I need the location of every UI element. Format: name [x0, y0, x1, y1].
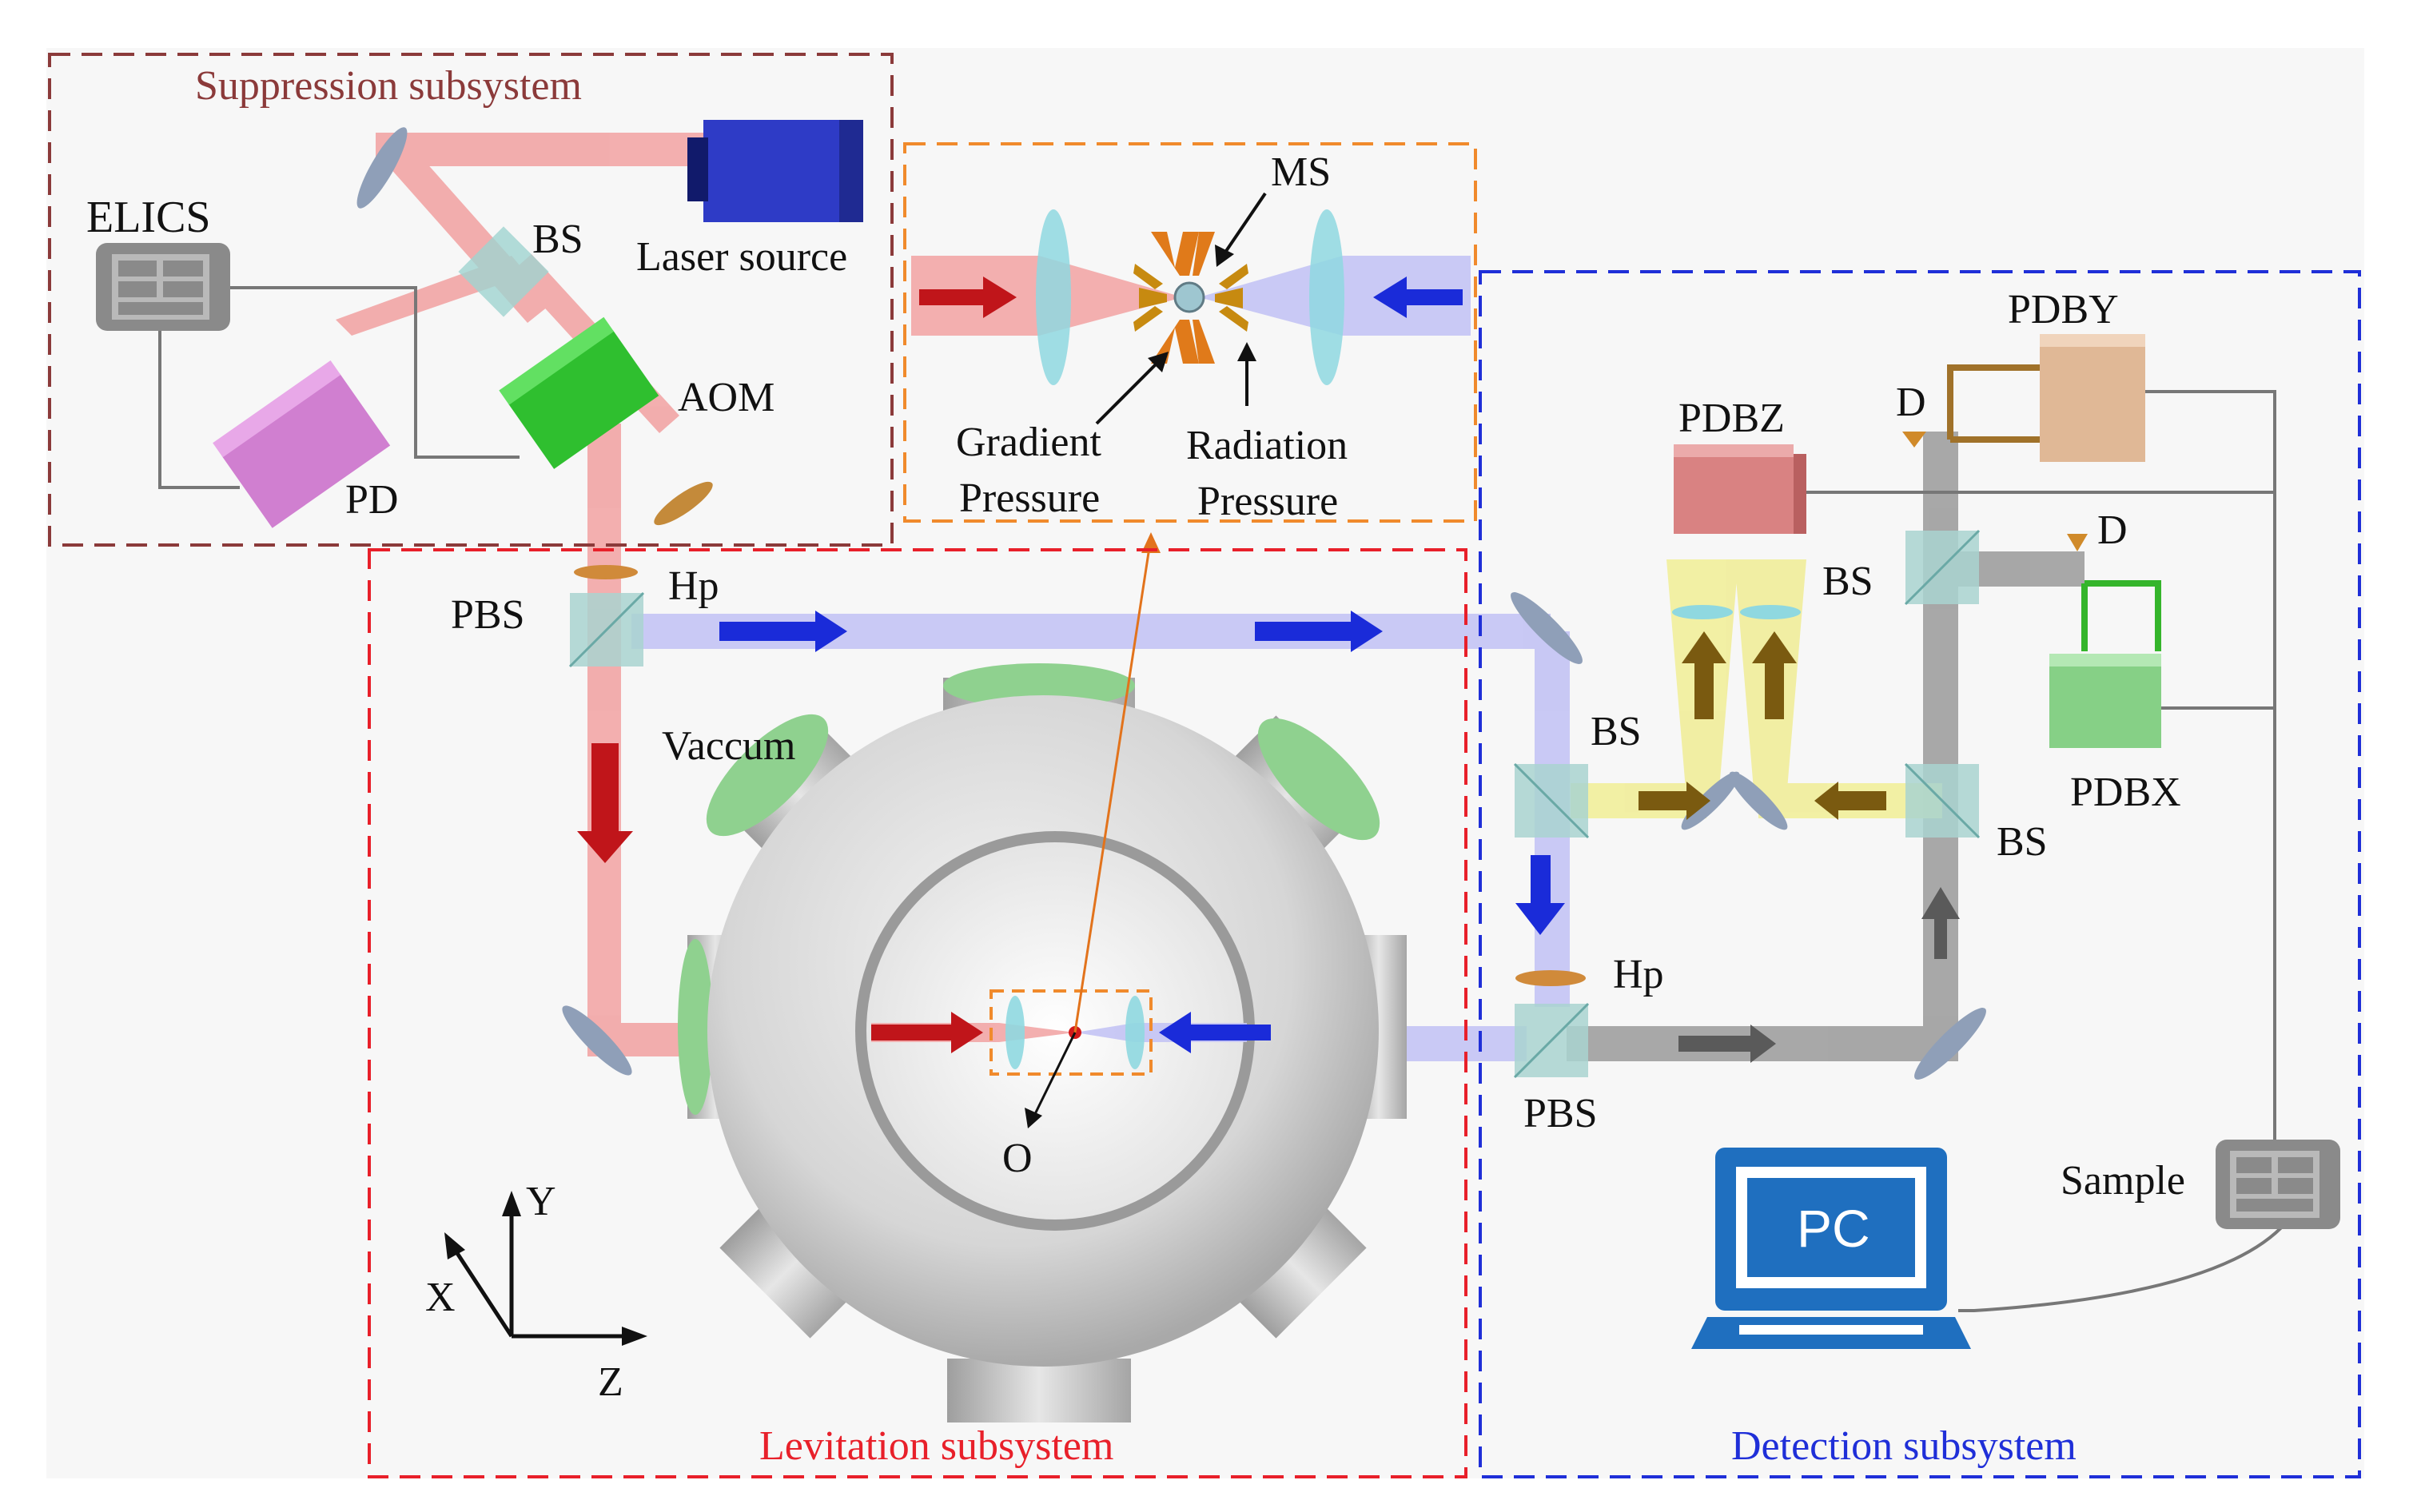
gradient-pressure-label-2: Pressure	[959, 475, 1100, 521]
hp-left-label: Hp	[668, 563, 719, 609]
d-right-label: D	[2097, 507, 2128, 553]
inset-connector-arrow	[1141, 532, 1161, 553]
pdbx-detector	[2049, 654, 2161, 748]
mirror-aom	[654, 481, 713, 526]
lens-pdbz-left	[1672, 605, 1733, 619]
d-prism-right	[2067, 534, 2088, 551]
half-wave-plate-right	[1515, 970, 1586, 986]
vacuum-chamber	[678, 663, 1407, 1422]
photodetector-pd	[213, 360, 391, 528]
pdbx-beams	[2081, 580, 2161, 651]
aom-label: AOM	[678, 375, 774, 420]
detection-wires	[1806, 390, 2288, 1312]
detection-title: Detection subsystem	[1731, 1423, 2077, 1469]
levitation-title: Levitation subsystem	[759, 1423, 1113, 1469]
trap-inset-box	[903, 142, 1477, 523]
bs-detection-left-label: BS	[1591, 709, 1642, 754]
pdbx-label: PDBX	[2070, 770, 2181, 815]
gradient-pressure-label-1: Gradient	[956, 420, 1101, 465]
mirror-detection-top	[1511, 592, 1583, 664]
inset-trap-detail	[919, 192, 1463, 425]
suppression-subsystem-box	[48, 53, 894, 547]
pc-laptop-icon	[1691, 1148, 1971, 1349]
d-prism-top	[1902, 432, 1926, 448]
detection-arrows	[1515, 631, 1960, 1063]
coordinate-axes	[444, 1191, 647, 1346]
sample-label: Sample	[2061, 1158, 2185, 1204]
trap-lens-right	[1125, 996, 1145, 1069]
pdby-label: PDBY	[2008, 287, 2119, 332]
mirror-top-left	[356, 127, 408, 209]
radiation-pressure-label-1: Radiation	[1186, 423, 1348, 468]
bs-detection-right-label: BS	[1997, 819, 2048, 865]
sample-device	[2216, 1140, 2340, 1229]
suppression-title: Suppression subsystem	[195, 63, 582, 109]
lens-pdbz-right	[1740, 605, 1801, 619]
half-wave-plate-left	[574, 565, 638, 579]
aom-module	[499, 316, 659, 469]
vaccum-label: Vaccum	[662, 723, 795, 769]
elics-device	[96, 243, 230, 331]
pd-label: PD	[345, 477, 398, 523]
trap-inset-marker	[989, 989, 1153, 1076]
bs-top-label: BS	[532, 217, 583, 262]
laser-source	[687, 120, 863, 222]
ms-label: MS	[1271, 149, 1331, 195]
pbs-left-label: PBS	[451, 592, 525, 638]
levitation-arrows	[577, 611, 1383, 1053]
pdbz-label: PDBZ	[1678, 396, 1785, 441]
pdby-detector	[2040, 334, 2145, 462]
axis-z-label: Z	[598, 1359, 623, 1405]
pc-label: PC	[1797, 1199, 1870, 1258]
mirror-lower-left	[562, 1005, 632, 1076]
trap-lens-left	[1005, 996, 1025, 1069]
pdbz-detector	[1674, 444, 1806, 534]
origin-pointer-arrow	[1025, 1108, 1042, 1128]
pbs-right-label: PBS	[1523, 1091, 1598, 1136]
axis-x-label: X	[425, 1275, 456, 1320]
axis-y-label: Y	[526, 1179, 556, 1224]
mirror-yellow-right	[1729, 771, 1788, 830]
origin-pointer-line	[1031, 1032, 1077, 1120]
detection-subsystem-box	[1479, 270, 2361, 1478]
bs-detection-upper-label: BS	[1822, 559, 1873, 604]
origin-label: O	[1002, 1136, 1033, 1181]
inset-connector-line	[1073, 536, 1153, 1033]
hp-right-label: Hp	[1613, 952, 1664, 997]
radiation-pressure-label-2: Pressure	[1197, 479, 1338, 524]
laser-source-label: Laser source	[636, 234, 847, 280]
mirror-detection-bottom	[1914, 1008, 1986, 1080]
d-top-label: D	[1896, 380, 1926, 425]
levitation-subsystem-box	[368, 548, 1467, 1478]
suppression-wires	[158, 286, 520, 489]
elics-label: ELICS	[86, 193, 211, 242]
pdby-beams	[1947, 364, 2050, 443]
